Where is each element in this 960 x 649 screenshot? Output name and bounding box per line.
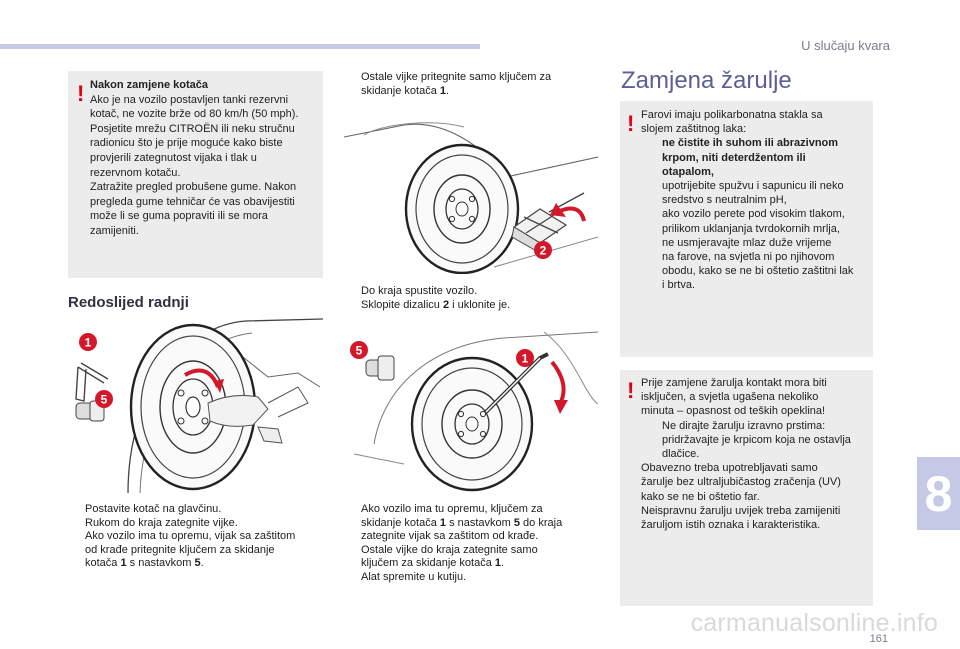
steps-left-list: Postavite kotač na glavčinu. Rukom do kr… — [68, 503, 328, 571]
illustration-fit-wheel — [75, 318, 323, 493]
bulbs-title: Zamjena žarulje — [621, 67, 792, 94]
label-number: 2 — [540, 244, 547, 258]
step-item: Ostale vijke pritegnite samo ključem za … — [361, 71, 552, 97]
label-number: 1 — [85, 336, 92, 350]
label-5-adapter: 5 — [95, 390, 113, 408]
step-item: Postavite kotač na glavčinu. — [85, 503, 222, 515]
page-number: 161 — [869, 633, 888, 645]
label-number: 5 — [101, 393, 108, 407]
step-item: Ako vozilo ima tu opremu, ključem za ski… — [361, 503, 563, 542]
warning-line: Zatražite pregled probušene gume. Nakon — [90, 181, 297, 194]
warning-line: Posjetite mrežu CITROËN ili neku stručnu — [90, 122, 295, 135]
chapter-tab: 8 — [917, 457, 960, 530]
warning-line: kotač, ne vozite brže od 80 km/h (50 mph… — [90, 108, 299, 121]
watermark: carmanualsonline.info — [690, 609, 938, 637]
warning-line: Ako je na vozilo postavljen tanki rezerv… — [90, 93, 289, 106]
procedure-title: Redoslijed radnji — [68, 294, 189, 311]
warning-line: zamijeniti. — [90, 224, 139, 237]
step-item: Ostale vijke do kraja zategnite samo klj… — [361, 543, 538, 570]
steps-mid-bottom: Ako vozilo ima tu opremu, ključem za ski… — [344, 503, 594, 584]
warning-box-bulb-handling: ! Prije zamjene žarulja kontakt mora bit… — [620, 370, 873, 606]
label-5-adapter: 5 — [350, 341, 368, 359]
warning-line: radionicu što je prije moguće kako biste — [90, 137, 283, 150]
warning-icon: ! — [627, 378, 635, 403]
illustration-lower-vehicle — [344, 122, 598, 274]
warning-icon: ! — [77, 81, 85, 106]
warning-bullet: ako vozilo perete pod visokim tlakom,pri… — [662, 208, 854, 292]
label-2-jack: 2 — [534, 241, 552, 259]
label-1-wrench: 1 — [516, 349, 534, 367]
label-1-wrench: 1 — [79, 333, 97, 351]
section-header: U slučaju kvara — [801, 38, 890, 53]
top-decor-bar — [0, 44, 480, 49]
warning-title: Nakon zamjene kotača — [90, 79, 208, 91]
steps-mid-middle: Do kraja spustite vozilo. Sklopite dizal… — [344, 285, 594, 312]
warning-text: Farovi imaju polikarbonatna stakla sa sl… — [641, 108, 873, 293]
illustration-tighten-bolts — [353, 331, 598, 492]
warning-line: provjerili zategnutost vijaka i tlak u — [90, 151, 257, 164]
step-item: Sklopite dizalicu 2 i uklonite je. — [361, 298, 511, 311]
warning-bullet: Ne dirajte žarulju izravno prstima:pridr… — [662, 419, 851, 461]
warning-line: pregleda gume tehničar će vas obavijesti… — [90, 195, 295, 208]
warning-text: Prije zamjene žarulja kontakt mora biti … — [641, 376, 873, 532]
step-item: Rukom do kraja zategnite vijke. — [85, 516, 238, 529]
step-item: Do kraja spustite vozilo. — [361, 285, 478, 297]
step-item: Ako vozilo ima tu opremu, vijak sa zašti… — [85, 530, 296, 569]
label-number: 1 — [522, 352, 529, 366]
warning-box-headlamps: ! Farovi imaju polikarbonatna stakla sa … — [620, 101, 873, 357]
warning-box-spare-wheel: ! Nakon zamjene kotača Ako je na vozilo … — [68, 71, 323, 278]
warning-line: može li se guma popraviti ili se mora — [90, 210, 268, 223]
warning-text: Nakon zamjene kotača Ako je na vozilo po… — [90, 78, 320, 239]
step-item: Alat spremite u kutiju. — [361, 570, 467, 583]
steps-mid-top: Ostale vijke pritegnite samo ključem za … — [344, 71, 594, 98]
warning-icon: ! — [627, 111, 635, 136]
label-number: 5 — [356, 344, 363, 358]
warning-line: rezervnom kotaču. — [90, 166, 181, 179]
